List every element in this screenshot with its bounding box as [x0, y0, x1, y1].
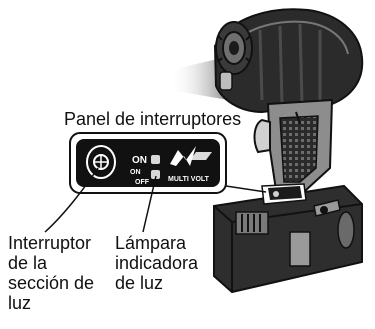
light-switch-label: Interruptor de la sección de luz [8, 233, 94, 313]
lamp-indicator-label-line: de luz [115, 273, 164, 293]
callout-line-panel [225, 185, 267, 193]
lamp-indicator-label-line: indicadora [115, 253, 199, 273]
multi-volt-logo: MULTI VOLT [168, 146, 212, 183]
on-off-off-label: OFF [135, 179, 150, 186]
tool-head [213, 8, 364, 114]
trigger [253, 118, 271, 154]
light-beam [170, 58, 228, 100]
off-indicator-lamp [151, 170, 160, 179]
multi-volt-text: MULTI VOLT [168, 176, 210, 183]
callout-line-switch [44, 167, 99, 233]
on-indicator-lamp [151, 155, 160, 164]
light-switch-label-line: luz [8, 293, 32, 313]
tool-handle [253, 98, 334, 191]
lamp-indicator-label-line: Lámpara [115, 233, 187, 253]
tool-switch-panel-on-base [261, 183, 307, 205]
battery-pack [213, 184, 363, 294]
light-switch-label-line: Interruptor [8, 233, 92, 253]
panel-title-label: Panel de interruptores [64, 109, 242, 129]
lamp-indicator-label: Lámpara indicadora de luz [115, 233, 198, 293]
on-off-on-label: ON [130, 169, 141, 176]
on-label: ON [132, 155, 147, 166]
light-switch-label-line: de la [8, 253, 48, 273]
callout-line-lamp [142, 175, 157, 233]
light-switch-label-line: sección de [8, 273, 95, 293]
switch-panel-callout: ON ON OFF MULTI VOLT [69, 132, 227, 194]
